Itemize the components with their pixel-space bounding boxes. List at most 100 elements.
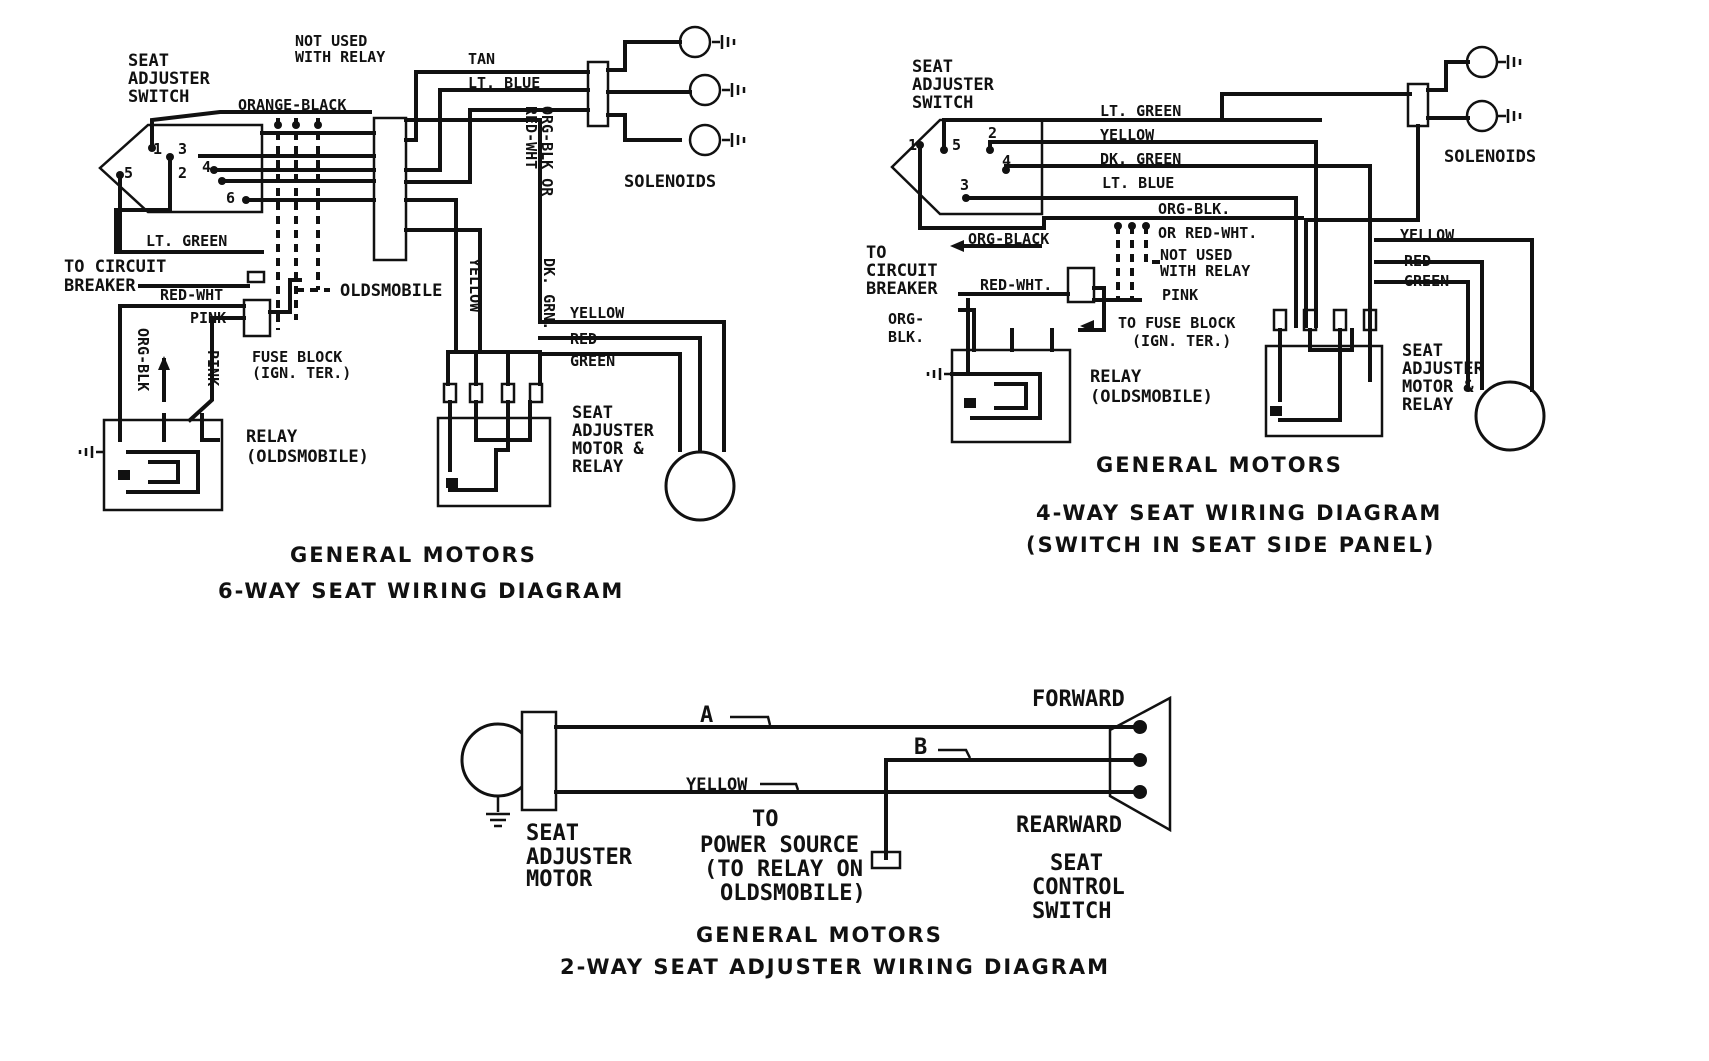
label-relay: RELAY (1090, 367, 1142, 387)
four-way-caption-2: 4-WAY SEAT WIRING DIAGRAM (1036, 501, 1442, 525)
solenoid-icon (678, 25, 712, 59)
label-wire-or-red-wht: OR RED-WHT. (1158, 224, 1257, 242)
pin-number: 5 (952, 136, 961, 154)
fuse-icon (1272, 308, 1288, 332)
four-way-relay-connector (1066, 266, 1096, 304)
label-to-circuit-breaker: CIRCUIT (866, 261, 938, 281)
wire (884, 758, 1142, 860)
label-wire-lt-blue: LT. BLUE (1102, 174, 1174, 192)
label-seat-control-switch: SEAT (1050, 851, 1103, 876)
label-motor-relay: ADJUSTER (572, 421, 655, 441)
label-wire-yellow: YELLOW (1100, 126, 1155, 144)
wire (1278, 328, 1372, 422)
label-wire-lt-green: LT. GREEN (146, 232, 227, 250)
two-way-caption-2: 2-WAY SEAT ADJUSTER WIRING DIAGRAM (560, 955, 1110, 979)
junction-dot (1142, 222, 1150, 230)
label-oldsmobile: OLDSMOBILE (340, 281, 442, 301)
label-not-used: NOT USED (1160, 246, 1232, 264)
solenoid-connector (586, 60, 610, 128)
label-wire-b: B (914, 735, 927, 760)
wire (606, 113, 682, 142)
label-not-used: WITH RELAY (1160, 262, 1250, 280)
arrow-icon (1080, 320, 1094, 332)
fuse-icon (528, 382, 544, 404)
ground-icon (926, 368, 952, 380)
four-way-diagram: SEAT ADJUSTER SWITCH 1 5 2 4 3 LT. GREEN… (866, 45, 1546, 557)
arrow-icon (950, 240, 964, 252)
relay-terminal (964, 398, 976, 408)
label-wire-org-blk-or: ORG-BLK OR (538, 106, 556, 197)
terminal-dot (1133, 720, 1147, 734)
label-relay: RELAY (246, 427, 298, 447)
label-fuse-block: FUSE BLOCK (252, 348, 342, 366)
wire (950, 298, 970, 376)
six-way-motor-relay-box (436, 416, 552, 508)
six-way-connector-block (372, 116, 408, 262)
fuse-icon (1332, 308, 1348, 332)
ground-icon (78, 446, 104, 458)
label-motor-relay: RELAY (572, 457, 624, 477)
label-wire-yellow: YELLOW (686, 775, 748, 795)
ground-icon (712, 35, 736, 49)
label-wire-pink-vertical: PINK (204, 350, 222, 386)
label-leader (760, 782, 800, 791)
solenoid-icon (1465, 99, 1499, 133)
label-to-fuse-block: TO FUSE BLOCK (1118, 314, 1235, 332)
four-way-motor-relay-box (1264, 344, 1384, 438)
junction-dot (274, 121, 282, 129)
four-way-motor-icon (1474, 380, 1546, 452)
label-relay: (OLDSMOBILE) (246, 447, 369, 467)
label-wire-org-blk: ORG-BLK (134, 328, 152, 391)
wire (118, 278, 302, 320)
junction-dot (292, 121, 300, 129)
pin-number: 1 (153, 140, 162, 158)
label-to-circuit-breaker: BREAKER (866, 279, 938, 299)
solenoid-icon (1465, 45, 1499, 79)
wire (1304, 124, 1420, 328)
label-wire-org-blk-side: BLK. (888, 328, 924, 346)
wire (1426, 60, 1470, 92)
junction-dot (1114, 222, 1122, 230)
four-way-caption-1: GENERAL MOTORS (1096, 453, 1343, 477)
fuse-icon (442, 382, 458, 404)
label-wire-red-wht: RED-WHT (522, 106, 540, 169)
wire (958, 308, 976, 332)
label-power-source: (TO RELAY ON (704, 857, 863, 882)
label-not-used: WITH RELAY (295, 48, 385, 66)
label-motor-relay: RELAY (1402, 395, 1454, 415)
wire (187, 316, 214, 423)
label-wire-lt-blue: LT. BLUE (468, 74, 540, 92)
label-fuse-block: (IGN. TER.) (252, 364, 351, 382)
junction-dot (314, 121, 322, 129)
wire (942, 118, 1204, 152)
label-wire-red: RED (570, 330, 597, 348)
wire (448, 400, 532, 492)
label-wire-dk-green: DK. GREEN (1100, 150, 1181, 168)
label-seat-control-switch: SWITCH (1032, 899, 1111, 924)
wire (988, 140, 1318, 328)
wire (1004, 164, 1372, 328)
wire (606, 40, 682, 72)
label-wire-yellow-vertical: YELLOW (466, 258, 484, 313)
label-motor-relay: ADJUSTER (1402, 359, 1485, 379)
wire (126, 450, 200, 494)
pin-number: 2 (988, 124, 997, 142)
label-motor-relay: SEAT (572, 403, 613, 423)
label-forward: FORWARD (1032, 687, 1125, 712)
breaker-terminal (246, 270, 266, 284)
pin-number: 3 (178, 140, 187, 158)
seat-control-switch-outline (1108, 695, 1172, 833)
label-wire-pink: PINK (1162, 286, 1198, 304)
wire (118, 304, 220, 442)
wire (404, 88, 590, 172)
label-wire-a: A (700, 703, 713, 728)
label-seat-control-switch: CONTROL (1032, 875, 1125, 900)
wire (404, 70, 590, 142)
label-seat-adjuster-switch: SEAT (912, 57, 953, 77)
label-wire-yellow: YELLOW (570, 304, 625, 322)
wire (538, 320, 726, 452)
wire (1374, 238, 1534, 392)
ground-icon (1498, 109, 1522, 123)
two-way-motor-connector (520, 710, 558, 812)
